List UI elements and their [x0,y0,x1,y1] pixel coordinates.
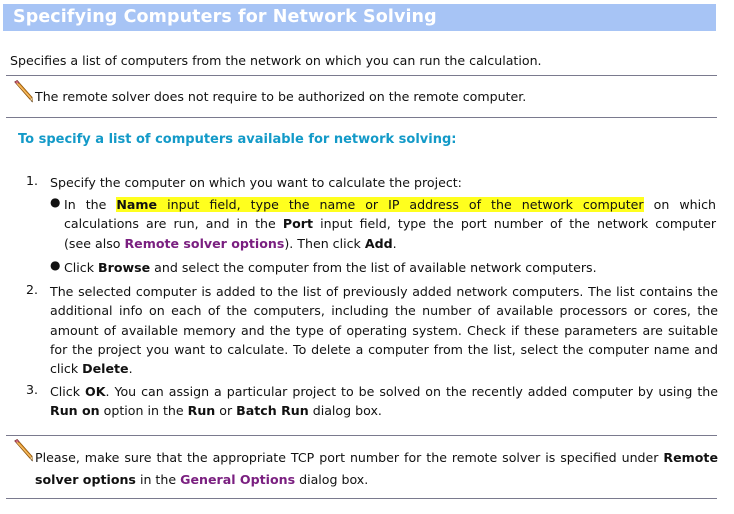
text-span: Please, make sure that the appropriate T… [35,450,664,465]
text-span: . [392,235,397,251]
title-bar: Specifying Computers for Network Solving [3,4,716,31]
intro-text: Specifies a list of computers from the n… [10,53,542,68]
text-span: The selected computer is added to the li… [50,284,718,377]
text-span: ). Then click [284,235,365,251]
text-span: or [215,403,237,419]
step-text: Click OK. You can assign a particular pr… [50,382,718,421]
batch-run-dialog-name: Batch Run [236,403,309,419]
delete-button-name: Delete [82,361,129,377]
text-span: dialog box. [308,403,382,419]
bullet-icon: ● [50,195,61,209]
procedure-heading: To specify a list of computers available… [18,132,457,147]
text-span: calculations are run, and in the [64,216,283,232]
highlighted-text: Name input field, type the name or IP ad… [116,197,644,212]
bullet-icon: ● [50,258,61,272]
note-text: Please, make sure that the appropriate T… [35,447,718,490]
general-options-link[interactable]: General Options [180,471,296,487]
page-title: Specifying Computers for Network Solving [13,7,437,27]
remote-solver-options-link[interactable]: Remote solver options [124,235,285,251]
add-button-name: Add [364,235,393,251]
pencil-icon [14,80,33,103]
divider [6,498,717,499]
browse-button-name: Browse [98,260,151,275]
step-number: 2. [26,282,39,297]
text-span: option in the [99,403,188,419]
text-span: Click [50,384,85,399]
divider [6,75,717,76]
divider [6,435,717,436]
ok-button-name: OK [85,384,106,399]
text-span: input field, type the name or IP address… [157,197,644,212]
text-span: (see also [64,235,125,251]
text-span: . You can assign a particular project to… [105,384,719,399]
text-span: . [128,361,133,377]
text-span: on which [643,197,717,212]
text-span: and select the computer from the list of… [150,260,597,275]
text-span: dialog box. [295,471,369,487]
divider [6,117,717,118]
text-span: In the [64,197,117,212]
step-text: The selected computer is added to the li… [50,282,718,378]
field-name-name: Name [116,197,158,212]
bullet-text: Click Browse and select the computer fro… [64,258,716,277]
step-number: 1. [26,173,39,188]
remote-solver-options-name: Remote solver options [35,450,718,487]
text-span: input field, type the port number of the… [313,216,717,232]
step-number: 3. [26,382,39,397]
pencil-icon [14,439,33,462]
step-text: Specify the computer on which you want t… [50,175,462,190]
run-dialog-name: Run [187,403,216,419]
note-text: The remote solver does not require to be… [35,89,527,104]
text-span: Click [64,260,99,275]
text-span: in the [135,471,181,487]
run-on-option-name: Run on [50,403,100,419]
bullet-text: In the Name input field, type the name o… [64,195,716,253]
field-name-port: Port [282,216,314,232]
